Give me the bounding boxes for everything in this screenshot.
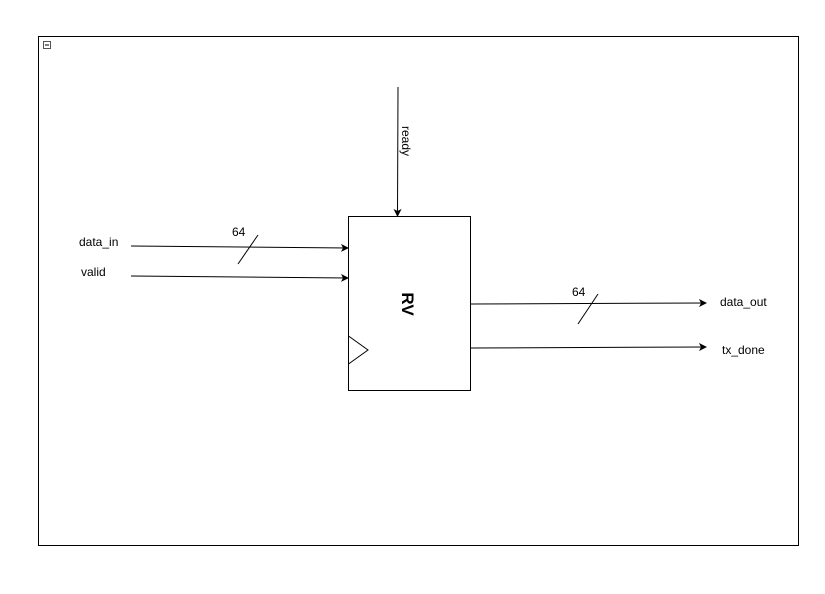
data-out-arrow <box>470 299 707 308</box>
tx-done-arrow <box>470 343 707 352</box>
data-in-width-label: 64 <box>232 225 246 239</box>
valid-arrow <box>130 273 349 282</box>
rv-block[interactable] <box>348 216 471 391</box>
ready-arrow <box>393 86 402 217</box>
data-out-width-label: 64 <box>572 285 586 299</box>
block-title: RV <box>398 292 417 316</box>
data-in-arrow <box>130 243 349 252</box>
data-in-label: data_in <box>79 235 118 249</box>
clock-triangle-icon <box>348 335 369 365</box>
collapse-minus-icon[interactable] <box>43 41 51 49</box>
tx-done-label: tx_done <box>722 343 765 357</box>
diagram-frame <box>38 36 799 546</box>
data-in-bus-slash <box>237 234 259 265</box>
data-out-bus-slash <box>577 293 599 325</box>
data-out-label: data_out <box>720 295 767 309</box>
ready-label: ready <box>399 126 413 156</box>
valid-label: valid <box>81 265 106 279</box>
